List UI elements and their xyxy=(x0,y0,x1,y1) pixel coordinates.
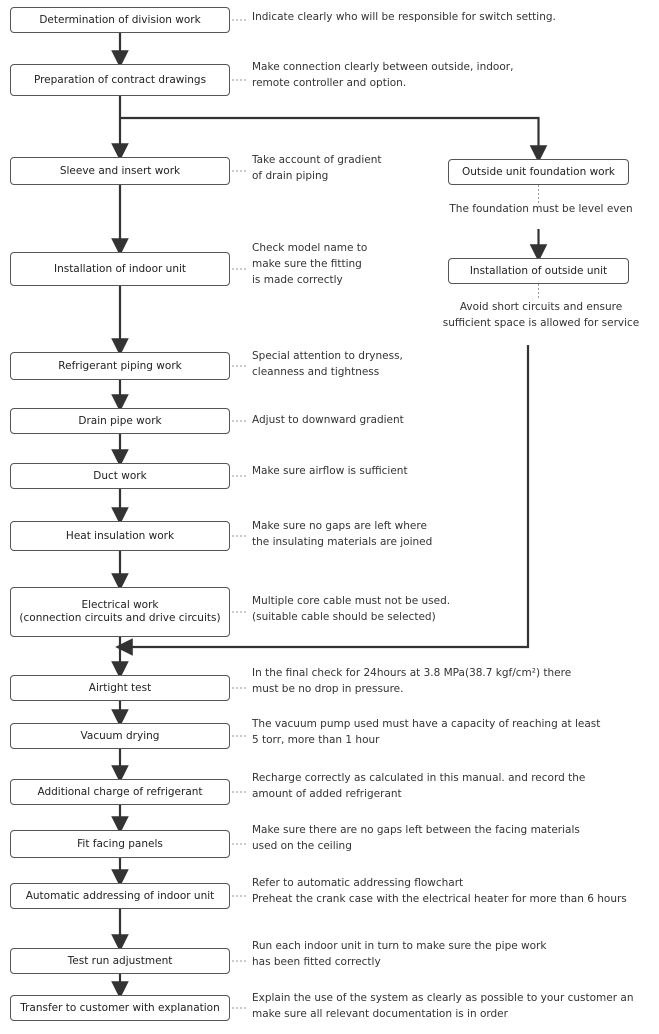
step-note-12: Recharge correctly as calculated in this… xyxy=(252,772,586,800)
step-box-12: Additional charge of refrigerant xyxy=(10,779,230,805)
step-box-9: Electrical work (connection circuits and… xyxy=(10,587,230,637)
step-note-6: Adjust to downward gradient xyxy=(252,414,404,426)
step-label: Fit facing panels xyxy=(77,837,163,850)
step-label: Refrigerant piping work xyxy=(58,359,182,372)
step-note-15: Run each indoor unit in turn to make sur… xyxy=(252,940,547,968)
step-label: Duct work xyxy=(93,469,147,482)
outside-label: Outside unit foundation work xyxy=(462,165,615,178)
step-label: Heat insulation work xyxy=(65,529,175,542)
outside-box-1: Outside unit foundation work xyxy=(448,159,629,185)
step-note-2: Make connection clearly between outside,… xyxy=(252,61,514,89)
step-box-15: Test run adjustment xyxy=(10,948,230,974)
step-label: Determination of division work xyxy=(39,13,201,26)
step-label: Vacuum drying xyxy=(80,729,160,742)
outside-label: Installation of outside unit xyxy=(469,264,608,277)
step-box-16: Transfer to customer with explanation xyxy=(10,995,230,1021)
step-note-13: Make sure there are no gaps left between… xyxy=(252,824,580,852)
outside-box-2: Installation of outside unit xyxy=(448,258,629,284)
outside-note-2: Avoid short circuits and ensure sufficie… xyxy=(442,301,640,329)
outside-note-1: The foundation must be level even xyxy=(449,203,633,215)
step-box-5: Refrigerant piping work xyxy=(10,352,230,380)
step-label: Electrical work (connection circuits and… xyxy=(19,599,221,624)
step-label: Test run adjustment xyxy=(67,954,173,967)
step-box-2: Preparation of contract drawings xyxy=(10,64,230,96)
step-box-7: Duct work xyxy=(10,463,230,489)
step-note-10: In the final check for 24hours at 3.8 MP… xyxy=(252,667,572,695)
step-box-4: Installation of indoor unit xyxy=(10,252,230,286)
step-label: Installation of indoor unit xyxy=(53,262,187,275)
step-note-16: Explain the use of the system as clearly… xyxy=(252,992,634,1020)
step-box-8: Heat insulation work xyxy=(10,521,230,551)
step-note-1: Indicate clearly who will be responsible… xyxy=(252,11,556,23)
step-box-3: Sleeve and insert work xyxy=(10,157,230,185)
step-note-8: Make sure no gaps are left where the ins… xyxy=(252,520,433,548)
step-label: Sleeve and insert work xyxy=(59,164,181,177)
step-label: Automatic addressing of indoor unit xyxy=(25,889,215,902)
step-box-14: Automatic addressing of indoor unit xyxy=(10,883,230,909)
step-label: Additional charge of refrigerant xyxy=(37,785,203,798)
step-note-9: Multiple core cable must not be used. (s… xyxy=(252,595,451,623)
step-label: Drain pipe work xyxy=(78,414,162,427)
step-note-3: Take account of gradient of drain piping xyxy=(252,154,382,182)
step-box-11: Vacuum drying xyxy=(10,723,230,749)
step-box-1: Determination of division work xyxy=(10,7,230,33)
step-note-14: Refer to automatic addressing flowchart … xyxy=(252,877,627,905)
step-note-7: Make sure airflow is sufficient xyxy=(252,465,408,477)
return-arrow xyxy=(115,345,530,656)
step-box-13: Fit facing panels xyxy=(10,830,230,858)
step-note-5: Special attention to dryness, cleanness … xyxy=(252,350,403,378)
branch-arrow xyxy=(120,116,548,163)
step-box-6: Drain pipe work xyxy=(10,408,230,434)
step-note-11: The vacuum pump used must have a capacit… xyxy=(252,718,601,746)
step-box-10: Airtight test xyxy=(10,675,230,701)
step-label: Preparation of contract drawings xyxy=(33,73,207,86)
step-label: Transfer to customer with explanation xyxy=(20,1001,220,1014)
step-label: Airtight test xyxy=(88,681,152,694)
step-note-4: Check model name to make sure the fittin… xyxy=(252,242,368,286)
